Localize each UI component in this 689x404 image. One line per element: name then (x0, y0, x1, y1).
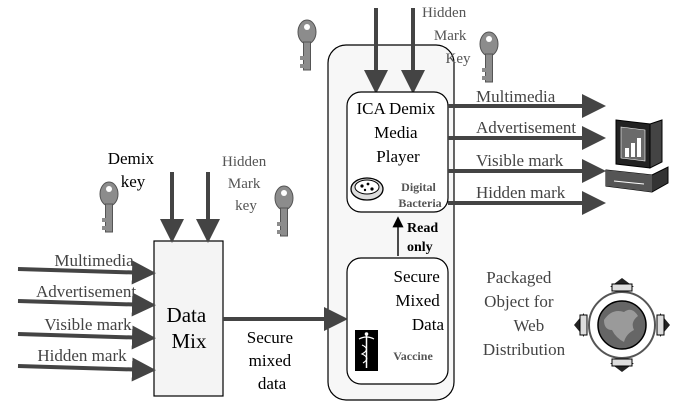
input-label-advertisement: Advertisement (36, 282, 136, 301)
player-label: ICA Demix Media Player (356, 99, 439, 166)
key-icon (297, 19, 317, 71)
digital-bacteria-label: Digital Bacteria (398, 180, 441, 210)
key-icon (99, 181, 119, 233)
input-arrow-multimedia (17, 260, 156, 285)
key-icon (479, 31, 499, 83)
petri-dish-icon (350, 177, 384, 201)
computer-icon (605, 119, 669, 193)
read-only-label: Read only (407, 221, 442, 255)
input-arrow-visible-mark (17, 325, 156, 350)
input-label-visible-mark: Visible mark (44, 315, 132, 334)
data-mix-label: Data Mix (167, 303, 212, 353)
caduceus-icon (355, 330, 378, 371)
input-label-multimedia: Multimedia (54, 251, 134, 270)
globe-icon (574, 278, 670, 372)
secure-box-label: Secure Mixed Data (393, 267, 444, 334)
packaged-object-label: Packaged Object for Web Distribution (483, 268, 566, 359)
output-label-multimedia: Multimedia (476, 87, 556, 106)
key-icon (274, 185, 294, 237)
hidden-mark-key-left-label: Hidden Mark key (222, 154, 270, 214)
output-label-visible-mark: Visible mark (476, 151, 564, 170)
vaccine-label: Vaccine (393, 349, 433, 363)
demix-key-label: Demix key (108, 149, 159, 191)
input-label-hidden-mark: Hidden mark (37, 346, 127, 365)
output-label-hidden-mark: Hidden mark (476, 183, 566, 202)
secure-mixed-data-arrow-label: Secure mixed data (247, 328, 298, 393)
hidden-mark-key-top-label: Hidden Mark Key (422, 5, 471, 67)
output-label-advertisement: Advertisement (476, 118, 576, 137)
input-arrow-advertisement (17, 292, 156, 317)
input-arrow-hidden-mark (17, 357, 156, 382)
